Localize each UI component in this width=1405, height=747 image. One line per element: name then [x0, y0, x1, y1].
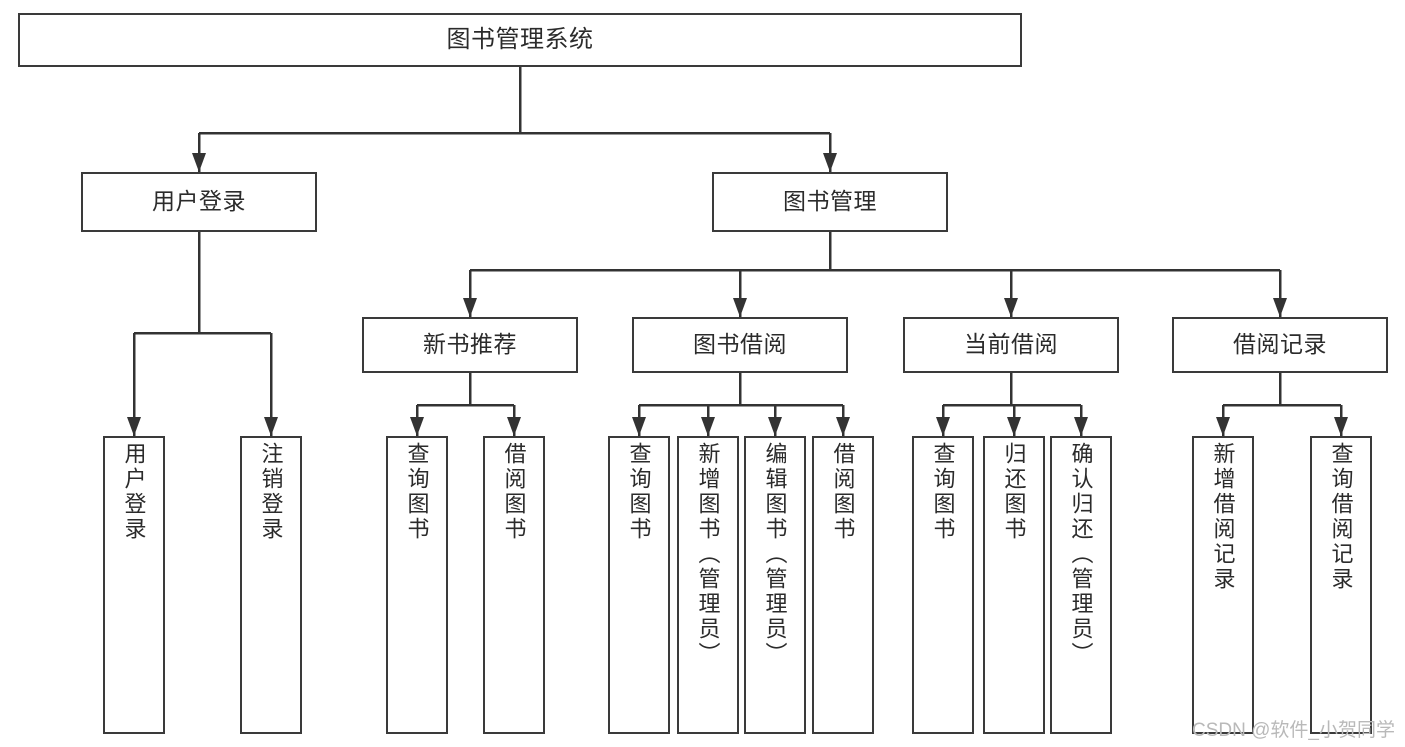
node-label-current: 当前借阅: [964, 331, 1058, 358]
arrow-head-l_cur_conf: [1074, 417, 1088, 436]
node-label-l_cur_query: 查询图书: [930, 442, 956, 542]
arrow-head-newbook: [463, 298, 477, 317]
node-current[interactable]: 当前借阅: [903, 317, 1119, 373]
node-l_cur_conf[interactable]: 确认归还（管理员）: [1050, 436, 1112, 734]
node-label-borrow: 图书借阅: [693, 331, 787, 358]
node-l_br_lend[interactable]: 借阅图书: [812, 436, 874, 734]
node-l_cur_ret[interactable]: 归还图书: [983, 436, 1045, 734]
arrow-head-l_br_add: [701, 417, 715, 436]
node-l_br_add[interactable]: 新增图书（管理员）: [677, 436, 739, 734]
arrow-head-l_cur_ret: [1007, 417, 1021, 436]
arrow-head-login: [192, 153, 206, 172]
node-l_logout[interactable]: 注销登录: [240, 436, 302, 734]
node-l_login[interactable]: 用户登录: [103, 436, 165, 734]
arrow-head-l_cur_query: [936, 417, 950, 436]
arrow-head-l_nb_query: [410, 417, 424, 436]
node-bookmgmt[interactable]: 图书管理: [712, 172, 948, 232]
node-root[interactable]: 图书管理系统: [18, 13, 1022, 67]
node-label-bookmgmt: 图书管理: [783, 188, 877, 215]
node-label-login: 用户登录: [152, 188, 246, 215]
arrow-head-l_rec_query: [1334, 417, 1348, 436]
arrow-head-l_br_lend: [836, 417, 850, 436]
node-label-l_rec_query: 查询借阅记录: [1328, 442, 1354, 592]
arrow-head-l_rec_add: [1216, 417, 1230, 436]
node-label-l_br_edit: 编辑图书（管理员）: [762, 442, 788, 667]
node-label-l_nb_borrow: 借阅图书: [501, 442, 527, 542]
arrow-head-current: [1004, 298, 1018, 317]
arrow-head-l_br_edit: [768, 417, 782, 436]
arrow-head-l_login: [127, 417, 141, 436]
arrow-head-l_br_query: [632, 417, 646, 436]
node-label-root: 图书管理系统: [446, 25, 594, 53]
node-label-l_rec_add: 新增借阅记录: [1210, 442, 1236, 592]
node-borrow[interactable]: 图书借阅: [632, 317, 848, 373]
node-l_rec_add[interactable]: 新增借阅记录: [1192, 436, 1254, 734]
node-l_br_query[interactable]: 查询图书: [608, 436, 670, 734]
node-label-l_cur_ret: 归还图书: [1001, 442, 1027, 542]
node-label-records: 借阅记录: [1233, 331, 1327, 358]
node-newbook[interactable]: 新书推荐: [362, 317, 578, 373]
csdn-watermark: CSDN @软件_小贺同学: [1192, 720, 1395, 741]
node-label-newbook: 新书推荐: [423, 331, 517, 358]
node-login[interactable]: 用户登录: [81, 172, 317, 232]
node-l_cur_query[interactable]: 查询图书: [912, 436, 974, 734]
arrow-head-borrow: [733, 298, 747, 317]
node-label-l_br_query: 查询图书: [626, 442, 652, 542]
node-l_rec_query[interactable]: 查询借阅记录: [1310, 436, 1372, 734]
node-l_br_edit[interactable]: 编辑图书（管理员）: [744, 436, 806, 734]
node-label-l_br_lend: 借阅图书: [830, 442, 856, 542]
node-label-l_br_add: 新增图书（管理员）: [695, 442, 721, 667]
arrow-head-l_nb_borrow: [507, 417, 521, 436]
arrow-head-records: [1273, 298, 1287, 317]
node-records[interactable]: 借阅记录: [1172, 317, 1388, 373]
node-label-l_nb_query: 查询图书: [404, 442, 430, 542]
node-l_nb_query[interactable]: 查询图书: [386, 436, 448, 734]
node-l_nb_borrow[interactable]: 借阅图书: [483, 436, 545, 734]
arrow-head-l_logout: [264, 417, 278, 436]
node-label-l_logout: 注销登录: [258, 442, 284, 542]
node-label-l_cur_conf: 确认归还（管理员）: [1068, 442, 1094, 667]
arrow-head-bookmgmt: [823, 153, 837, 172]
node-label-l_login: 用户登录: [121, 442, 147, 542]
